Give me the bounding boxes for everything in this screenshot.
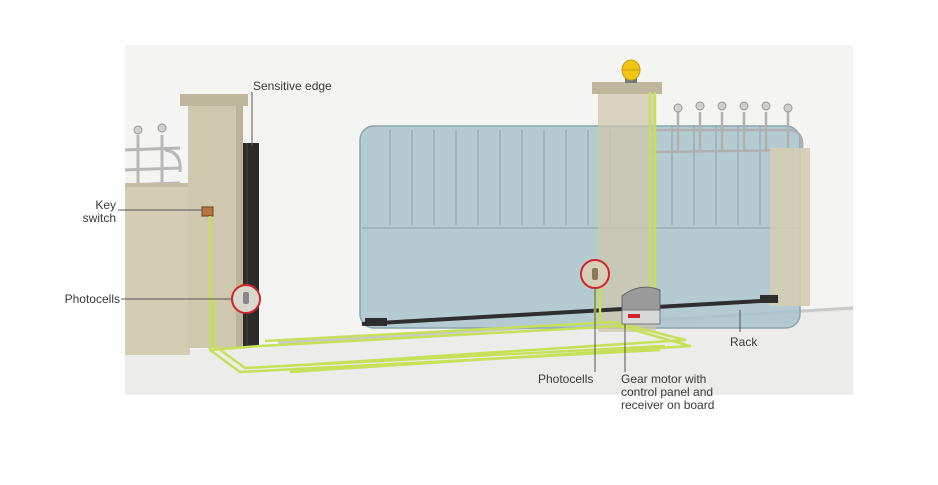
gate-top-fence-knobs	[673, 101, 793, 113]
left-wall	[125, 183, 190, 355]
label-gear-motor: Gear motor with control panel and receiv…	[621, 372, 715, 412]
center-pillar-cap	[592, 82, 662, 94]
beacon-lamp	[621, 59, 641, 83]
right-wall	[770, 148, 810, 306]
label-photocells-center: Photocells	[538, 372, 594, 386]
left-pillar-cap	[180, 94, 248, 106]
gate-panel	[359, 125, 801, 329]
gear-motor	[621, 286, 661, 325]
label-key-switch: Key switch	[82, 198, 116, 225]
gate-rack	[361, 295, 779, 326]
sensitive-edge-strip	[243, 143, 259, 346]
gate-top-fence	[649, 112, 804, 154]
key-switch-box	[201, 206, 214, 217]
label-sensitive-edge: Sensitive edge	[253, 79, 332, 93]
wiring	[208, 92, 692, 374]
leader-lines	[118, 92, 741, 372]
label-rack: Rack	[730, 335, 758, 349]
label-photocells-left: Photocells	[64, 292, 120, 306]
